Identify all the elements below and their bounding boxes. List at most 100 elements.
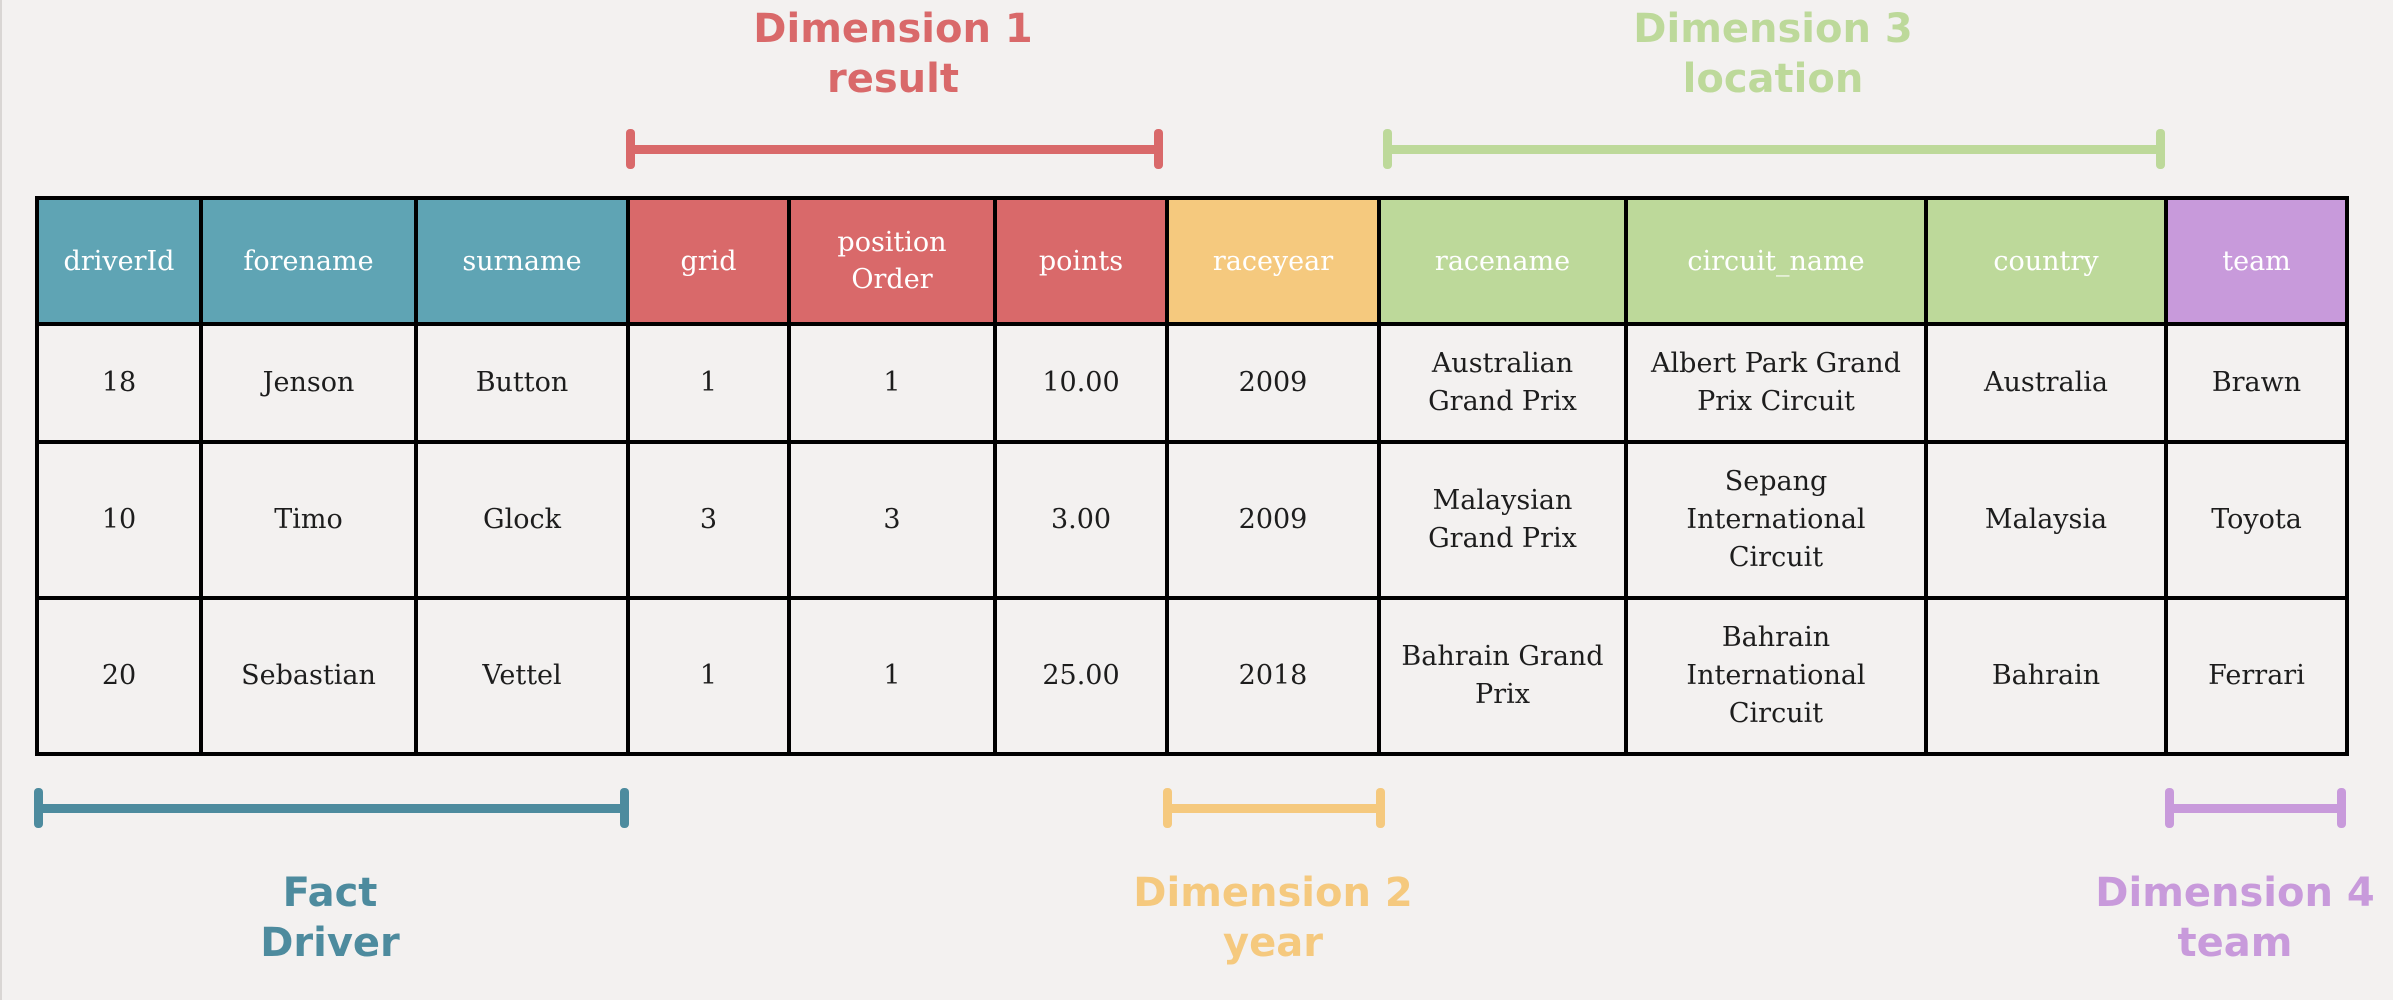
cell-racename-line: Malaysian <box>1432 485 1573 516</box>
left-edge-line <box>0 0 2 1000</box>
cell-circuit-line: Circuit <box>1728 542 1824 573</box>
header-circuit-name: circuit_name <box>1624 196 1928 326</box>
cell-driverid: 20 <box>35 596 203 756</box>
header-points: points <box>993 196 1169 326</box>
cell-racename: Malaysian Grand Prix <box>1377 440 1628 600</box>
dimension-2-subtitle: year <box>1223 920 1323 966</box>
fact-driver-label: Fact Driver <box>190 868 470 968</box>
cell-surname: Glock <box>414 440 630 600</box>
cell-racename-line: Grand Prix <box>1428 386 1577 417</box>
bracket-bar <box>34 804 629 813</box>
cell-grid: 3 <box>626 440 791 600</box>
cell-forename: Jenson <box>199 322 418 444</box>
header-position-order: position Order <box>787 196 997 326</box>
cell-raceyear: 2018 <box>1165 596 1381 756</box>
dimension-2-bracket <box>1163 788 1385 828</box>
header-country: country <box>1924 196 2168 326</box>
cell-position-order: 1 <box>787 596 997 756</box>
cell-racename-line: Prix <box>1475 679 1530 710</box>
cell-circuit-line: Sepang <box>1724 466 1828 497</box>
cell-raceyear: 2009 <box>1165 322 1381 444</box>
cell-grid: 1 <box>626 596 791 756</box>
dimension-2-title: Dimension 2 <box>1133 870 1413 916</box>
bracket-cap-right <box>620 788 629 828</box>
cell-circuit-line: Circuit <box>1728 698 1824 729</box>
header-position-line2: Order <box>851 264 933 295</box>
fact-title: Fact <box>282 870 378 916</box>
cell-grid: 1 <box>626 322 791 444</box>
cell-circuit-name: Sepang International Circuit <box>1624 440 1928 600</box>
dimension-3-label: Dimension 3 location <box>1617 4 1929 104</box>
cell-racename-line: Bahrain Grand <box>1401 641 1604 672</box>
dimension-4-subtitle: team <box>2177 920 2293 966</box>
dimension-4-bracket <box>2165 788 2346 828</box>
bracket-cap-right <box>2156 129 2165 169</box>
cell-country: Australia <box>1924 322 2168 444</box>
header-forename: forename <box>199 196 418 326</box>
dimension-4-title: Dimension 4 <box>2095 870 2375 916</box>
cell-driverid: 18 <box>35 322 203 444</box>
header-racename: racename <box>1377 196 1628 326</box>
bracket-bar <box>1163 804 1385 813</box>
cell-circuit-line: Albert Park Grand <box>1651 348 1901 379</box>
cell-points: 25.00 <box>993 596 1169 756</box>
header-driverid: driverId <box>35 196 203 326</box>
dimension-4-label: Dimension 4 team <box>2079 868 2391 968</box>
cell-position-order: 1 <box>787 322 997 444</box>
bracket-cap-left <box>2165 788 2174 828</box>
cell-surname: Button <box>414 322 630 444</box>
table-row: 20 Sebastian Vettel 1 1 25.00 2018 Bahra… <box>35 596 2349 756</box>
cell-position-order: 3 <box>787 440 997 600</box>
dimension-3-title: Dimension 3 <box>1633 6 1913 52</box>
bracket-cap-right <box>2337 788 2346 828</box>
cell-circuit-name: Bahrain International Circuit <box>1624 596 1928 756</box>
bracket-bar <box>1383 145 2165 154</box>
bracket-cap-right <box>1376 788 1385 828</box>
dimension-1-title: Dimension 1 <box>753 6 1033 52</box>
bracket-cap-right <box>1154 129 1163 169</box>
cell-team: Brawn <box>2164 322 2349 444</box>
bracket-cap-left <box>1163 788 1172 828</box>
dimension-1-bracket <box>626 129 1163 169</box>
cell-circuit-name: Albert Park Grand Prix Circuit <box>1624 322 1928 444</box>
header-raceyear: raceyear <box>1165 196 1381 326</box>
cell-team: Ferrari <box>2164 596 2349 756</box>
cell-points: 10.00 <box>993 322 1169 444</box>
header-team: team <box>2164 196 2349 326</box>
cell-forename: Sebastian <box>199 596 418 756</box>
dimension-3-bracket <box>1383 129 2165 169</box>
cell-country: Malaysia <box>1924 440 2168 600</box>
header-grid: grid <box>626 196 791 326</box>
cell-surname: Vettel <box>414 596 630 756</box>
cell-forename: Timo <box>199 440 418 600</box>
cell-circuit-line: Bahrain <box>1721 622 1831 653</box>
bracket-bar <box>2165 804 2346 813</box>
dimension-1-label: Dimension 1 result <box>737 4 1049 104</box>
bracket-cap-left <box>626 129 635 169</box>
cell-circuit-line: International <box>1686 504 1866 535</box>
cell-driverid: 10 <box>35 440 203 600</box>
cell-racename: Australian Grand Prix <box>1377 322 1628 444</box>
cell-raceyear: 2009 <box>1165 440 1381 600</box>
header-surname: surname <box>414 196 630 326</box>
dimension-3-subtitle: location <box>1682 56 1864 102</box>
cell-country: Bahrain <box>1924 596 2168 756</box>
f1-data-table: driverId forename surname grid position … <box>35 196 2349 756</box>
bracket-cap-left <box>1383 129 1392 169</box>
cell-racename-line: Australian <box>1431 348 1574 379</box>
table-row: 10 Timo Glock 3 3 3.00 2009 Malaysian Gr… <box>35 440 2349 600</box>
cell-racename: Bahrain Grand Prix <box>1377 596 1628 756</box>
cell-circuit-line: International <box>1686 660 1866 691</box>
bracket-bar <box>626 145 1163 154</box>
cell-circuit-line: Prix Circuit <box>1697 386 1855 417</box>
header-position-line1: position <box>837 227 947 258</box>
fact-driver-bracket <box>34 788 629 828</box>
dimension-1-subtitle: result <box>827 56 959 102</box>
table-header-row: driverId forename surname grid position … <box>35 196 2349 326</box>
fact-subtitle: Driver <box>260 920 400 966</box>
cell-team: Toyota <box>2164 440 2349 600</box>
cell-points: 3.00 <box>993 440 1169 600</box>
cell-racename-line: Grand Prix <box>1428 523 1577 554</box>
bracket-cap-left <box>34 788 43 828</box>
table-row: 18 Jenson Button 1 1 10.00 2009 Australi… <box>35 322 2349 444</box>
